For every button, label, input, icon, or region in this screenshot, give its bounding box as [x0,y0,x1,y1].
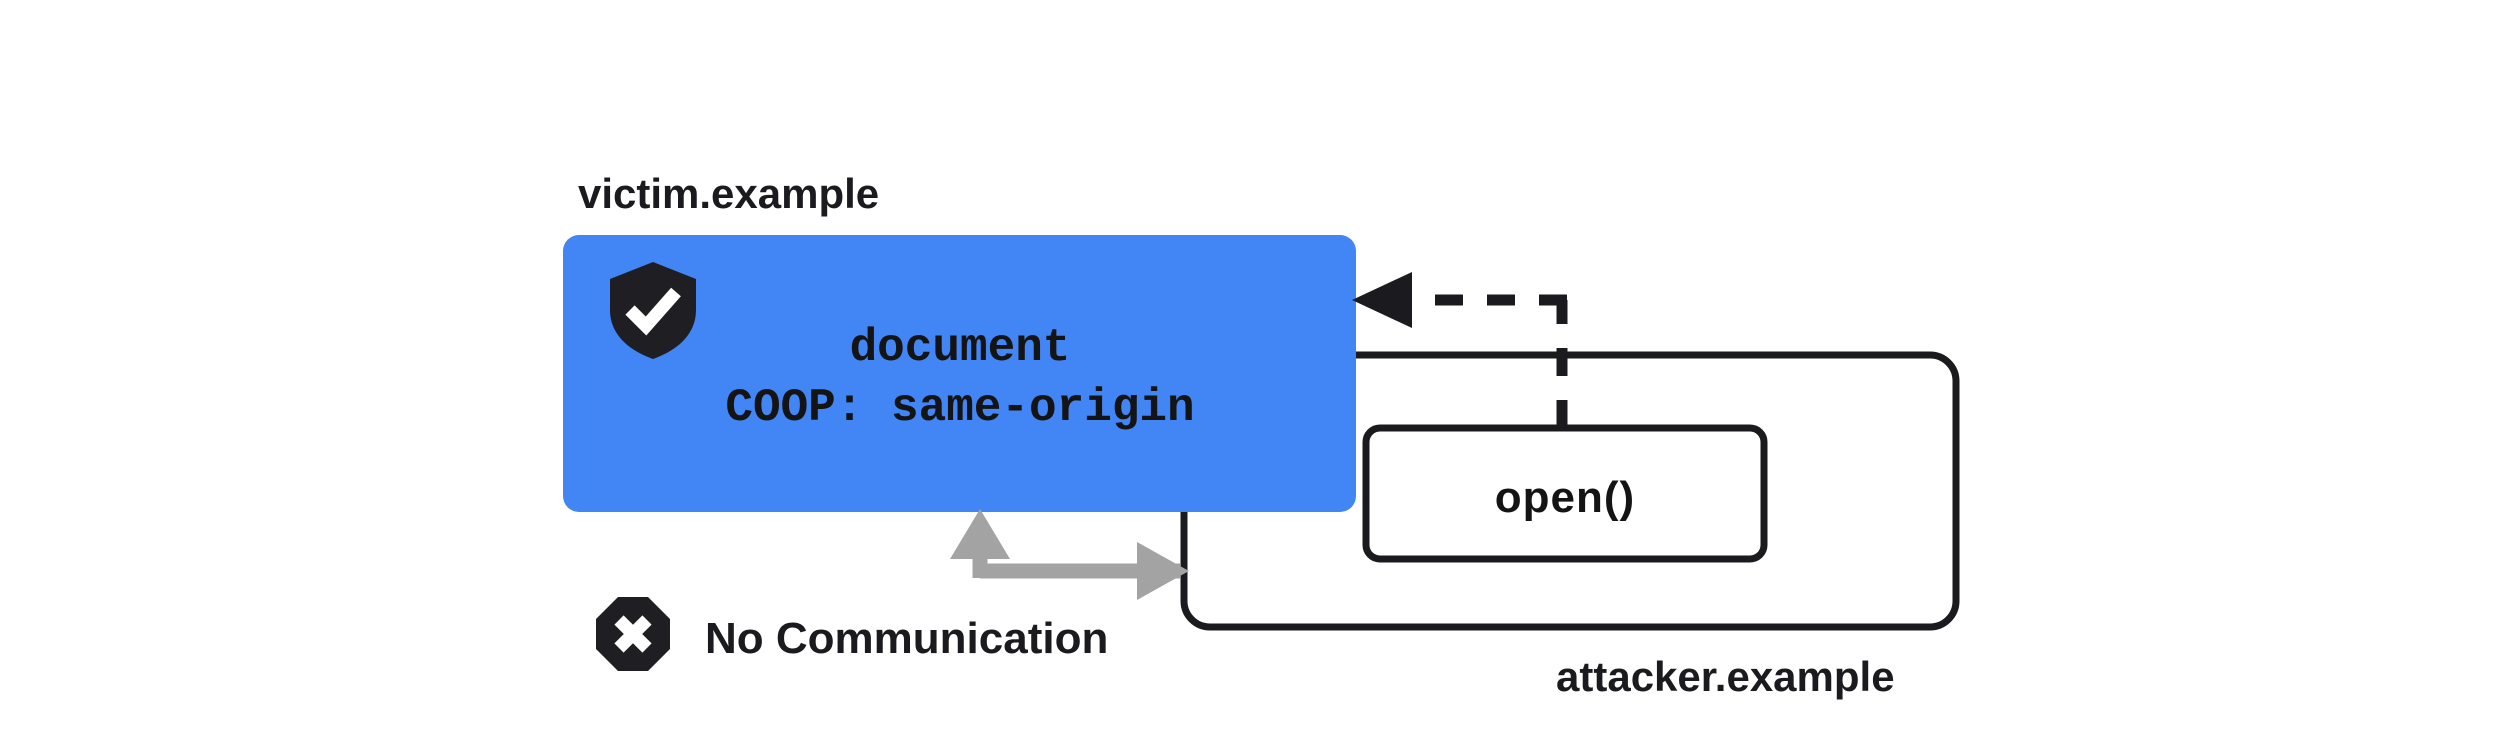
victim-coop-header-label: COOP: same-origin [725,382,1194,434]
no-communication-label: No Communication [705,614,1108,663]
open-call-arrowhead [1352,272,1412,328]
blocked-arrow-head-up [950,509,1010,559]
blocked-communication-arrow [950,509,1189,600]
octagon-x-icon [596,597,670,671]
victim-document-box [563,235,1356,512]
victim-origin-box [563,235,1356,512]
open-call-label: open() [1495,473,1635,522]
shield-check-icon [610,262,696,359]
victim-origin-label: victim.example [578,170,879,217]
victim-document-label: document [850,322,1071,374]
x-mark [614,615,652,653]
no-communication-indicator: No Communication [596,597,1108,671]
open-call-box: open() [1362,424,1768,563]
blocked-arrow-head-right [1137,542,1189,600]
open-call-arrow [1352,272,1568,428]
attacker-origin-label: attacker.example [1556,653,1895,700]
check-mark [625,287,681,336]
